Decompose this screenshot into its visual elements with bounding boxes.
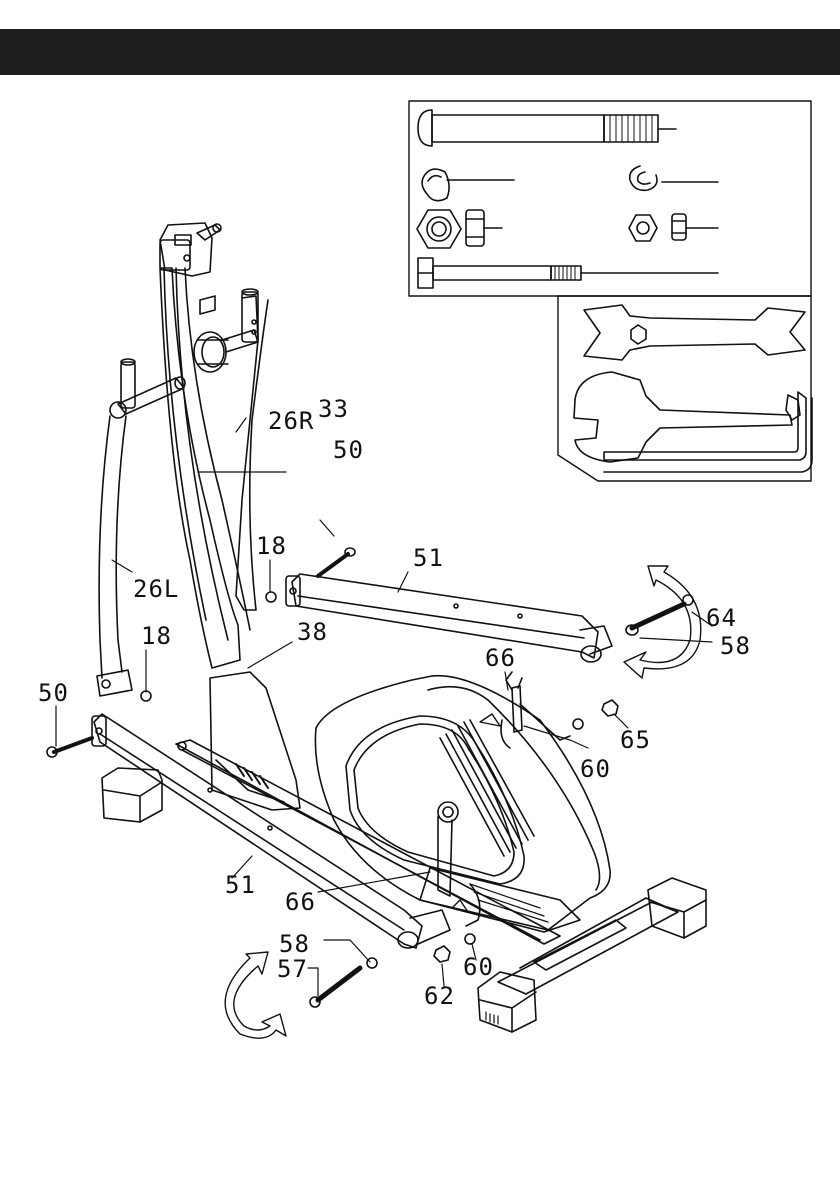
base-frame [102, 740, 706, 1032]
bolt-head-icon [418, 110, 432, 146]
large-nut-icon [417, 210, 461, 248]
label-60-upper: 60 [580, 755, 611, 783]
label-50-lower: 50 [38, 679, 69, 707]
flywheel-housing [315, 676, 610, 932]
wrench-icon [584, 305, 805, 360]
tools-box [558, 296, 812, 481]
leader-lines [56, 418, 712, 996]
multi-tool-icon [574, 372, 792, 462]
pedal-arm-lower [92, 714, 450, 948]
label-66-lower: 66 [285, 888, 316, 916]
callout-labels: 26R 33 50 18 51 64 58 26L 18 38 66 65 50… [38, 395, 751, 1010]
label-51-lower: 51 [225, 871, 256, 899]
label-18-upper: 18 [256, 532, 287, 560]
label-26l: 26L [133, 575, 179, 603]
label-50-upper: 50 [333, 436, 364, 464]
crank-left [438, 802, 480, 926]
handlebar-right [222, 289, 268, 610]
label-33: 33 [318, 395, 349, 423]
rear-end-cap-right [648, 878, 706, 938]
curved-washer-icon [422, 169, 449, 201]
label-18-lower: 18 [141, 622, 172, 650]
pedal-arm-upper [286, 574, 612, 662]
label-58-lower: 58 [279, 930, 310, 958]
label-64: 64 [706, 604, 737, 632]
label-60-lower: 60 [463, 953, 494, 981]
label-26r: 26R [268, 407, 314, 435]
spring-washer-icon [630, 166, 657, 190]
label-58-upper: 58 [720, 632, 751, 660]
label-62: 62 [424, 982, 455, 1010]
label-57: 57 [277, 955, 308, 983]
rotate-arrow-upper-icon [624, 566, 701, 678]
label-66-upper: 66 [485, 644, 516, 672]
small-nut-icon [629, 215, 657, 241]
console-mast [160, 223, 300, 810]
label-51-upper: 51 [413, 544, 444, 572]
cap-nut-icon [466, 210, 484, 246]
small-cap-nut-icon [672, 214, 686, 240]
label-38: 38 [297, 618, 328, 646]
hardware-parts-box [409, 101, 811, 296]
label-65: 65 [620, 726, 651, 754]
